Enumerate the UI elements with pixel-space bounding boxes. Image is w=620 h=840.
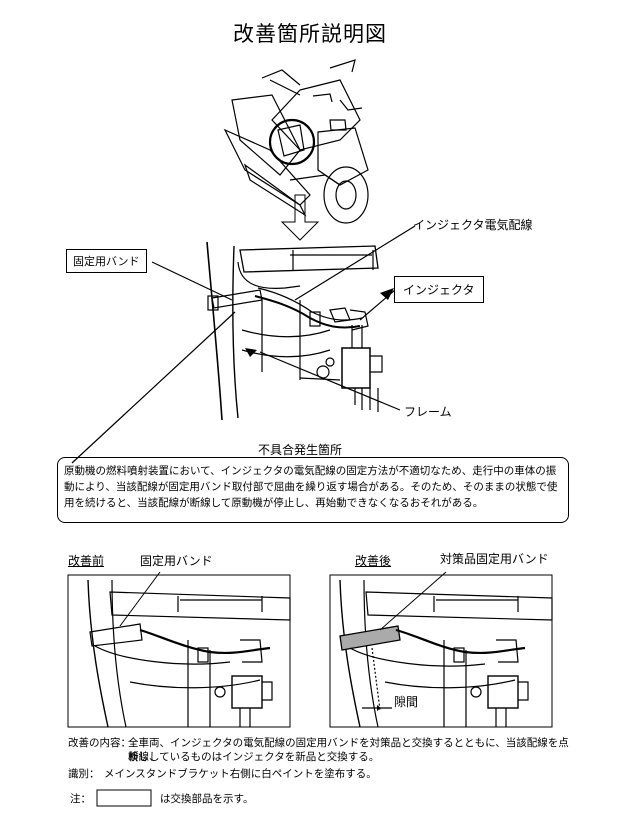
gap-label: 隙間 [394,695,419,709]
down-arrow [280,194,320,241]
before-heading: 改善前 [68,554,105,568]
improvement-line1: 全車両、インジェクタの電気配線の固定用バンドを対策品と交換するとともに、当該配線… [128,737,569,763]
leader-defect [71,311,236,464]
before-leader [119,571,161,627]
fixing-band-label: 固定用バンド [66,249,147,273]
note-text: は交換部品を示す。 [160,793,254,805]
leader-frame [259,351,401,411]
frame-label: フレーム [404,405,452,419]
leader-fixing-band [151,261,233,301]
after-leader [379,571,447,631]
before-band-label: 固定用バンド [140,554,213,568]
note-box [96,789,152,807]
after-heading: 改善後 [355,554,392,568]
identification-label: 識別： [68,768,100,780]
note-label: 注： [70,793,91,805]
defect-location-label: 不具合発生箇所 [258,443,343,457]
new-band [339,625,401,651]
location-circle [268,118,316,166]
injector-label: インジェクタ [394,276,484,303]
after-band-label: 対策品固定用バンド [440,552,549,566]
before-drawing [67,571,291,728]
defect-description: 原動機の燃料噴射装置において、インジェクタの電気配線の固定方法が不適切なため、走… [57,457,569,523]
leader-injector-wiring [294,225,416,301]
main-detail-drawing [206,241,383,421]
scooter-illustration [223,59,369,224]
after-drawing [329,571,553,728]
improvement-label: 改善の内容： [68,737,131,749]
identification-text: メインスタンドブラケット右側に白ペイントを塗布する。 [104,768,377,780]
injector-wiring-label: インジェクタ電気配線 [413,218,533,232]
page-title: 改善箇所説明図 [233,22,387,46]
improvement-line2: 断線しているものはインジェクタを新品と交換する。 [128,751,380,763]
